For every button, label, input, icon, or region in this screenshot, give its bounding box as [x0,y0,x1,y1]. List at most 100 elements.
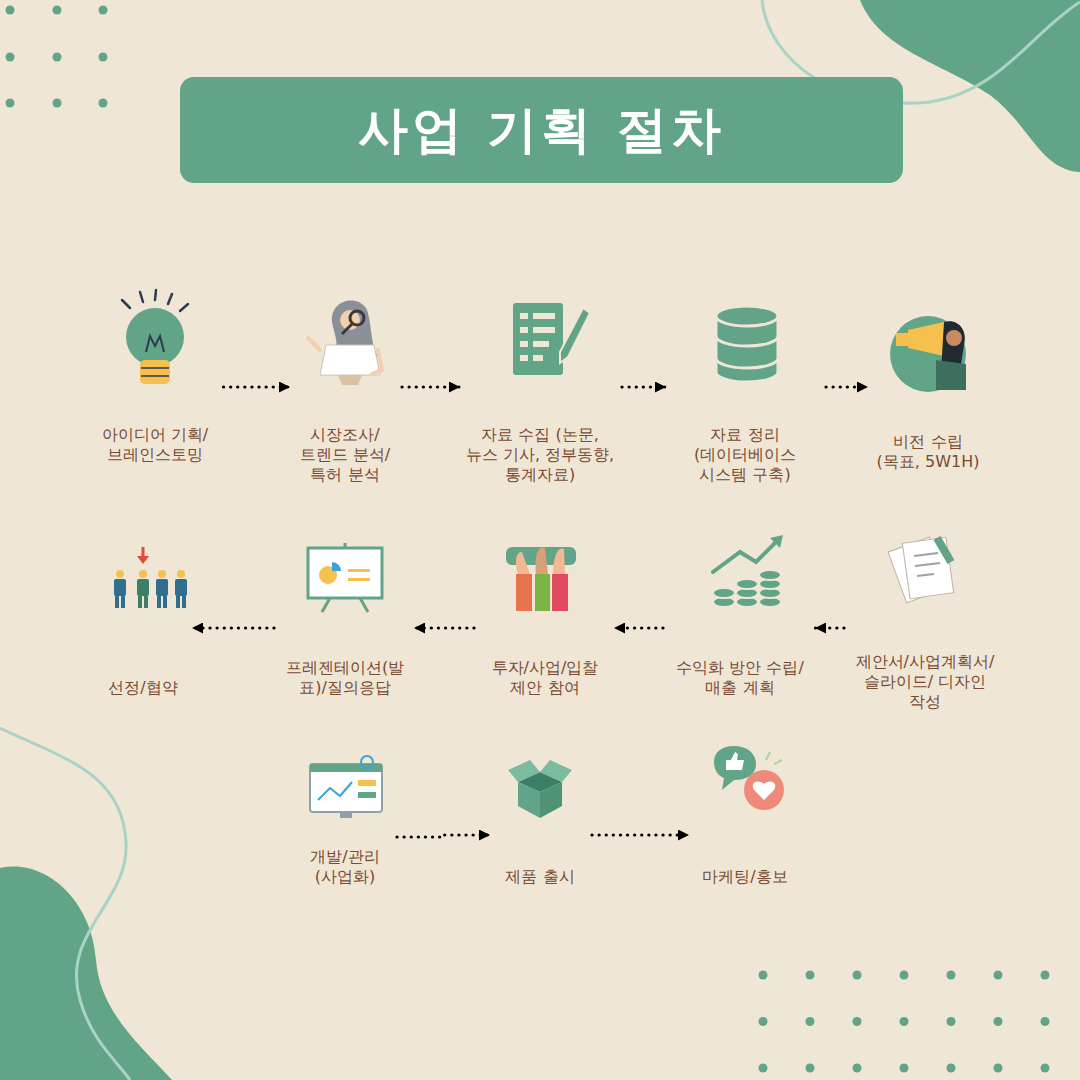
megaphone-icon [936,360,966,390]
lightbulb-icon [122,300,130,308]
documents-icon [934,536,955,564]
checklist-icon [513,303,590,375]
step-label: 시장조사/ 트렌드 분석/ 특허 분석 [294,425,396,485]
presentation-board-icon [308,543,382,612]
lightbulb-icon [141,367,169,369]
flow-arrow [224,385,291,388]
flow-arrow [592,833,689,836]
team-selection-icon [137,579,149,596]
open-box-icon [508,760,572,818]
flow-arrow [192,626,274,629]
step-label: 자료 수집 (논문, 뉴스 기사, 정부동향, 통계자료) [464,425,616,485]
lightbulb-icon [146,336,164,352]
checklist-icon [533,355,543,361]
process-step: 자료 정리 (데이터베이스 시스템 구축) [670,300,820,485]
dot-grid [53,6,62,15]
raised-hands-icon [516,552,530,575]
team-selection-icon [158,570,166,578]
title-band [180,77,903,183]
process-step: 마케팅/홍보 [693,750,797,887]
process-step: 아이디어 기획/ 브레인스토밍 [93,300,218,465]
presentation-board-icon [308,548,382,598]
megaphone-icon [908,322,944,356]
corner-blob [0,867,172,1080]
researcher-icon [338,375,362,385]
open-box-icon [518,782,540,818]
flow-arrow [815,626,844,629]
database-icon [716,306,778,326]
dot-grid [947,971,956,980]
flow-arrow [614,626,663,629]
step-label: 제품 출시 [494,867,586,887]
checklist-icon [533,341,549,347]
team-selection-icon [116,570,124,578]
process-step: 시장조사/ 트렌드 분석/ 특허 분석 [294,300,396,485]
dashboard-icon [340,812,352,818]
dot-grid [53,53,62,62]
open-box-icon [540,782,562,818]
dot-grid [99,53,108,62]
growth-chart-icon [759,570,781,580]
checklist-icon [520,327,528,333]
growth-chart-icon [713,535,783,607]
flow-arrow [826,385,868,388]
step-label: 수익화 방안 수립/ 매출 계획 [669,658,811,698]
dot-grid [99,99,108,108]
raised-hands-icon [535,574,550,611]
dot-grid [994,971,1003,980]
team-selection-icon [176,596,180,608]
title-band: 사업 기획 절차 [180,77,903,183]
flow-arrow [622,385,666,388]
team-selection-icon [114,570,187,608]
open-box-icon [508,760,540,782]
growth-chart-icon [713,540,778,572]
team-selection-icon [138,596,142,608]
dashboard-icon [310,764,382,812]
team-selection-icon [115,596,119,608]
growth-chart-icon [713,570,781,607]
lightbulb-icon [122,290,188,311]
dot-grid [1041,1017,1050,1026]
dot-grid [853,1017,862,1026]
lightbulb-icon [140,360,170,384]
researcher-icon [320,345,380,375]
process-step: 선정/협약 [98,530,188,698]
dot-grid [900,1017,909,1026]
raised-hands-icon [516,574,532,611]
lightbulb-icon [155,290,156,300]
team-selection-icon [114,547,187,608]
growth-chart-icon [736,579,758,589]
step-label: 프레젠테이션(발표)/질의응답 [280,658,410,698]
dot-grid [759,1064,768,1073]
checklist-icon [520,355,528,361]
process-step: 제안서/사업계획서/ 슬라이드/ 디자인 작성 [850,530,1000,712]
dot-grid [994,1017,1003,1026]
team-selection-icon [175,579,187,596]
team-selection-icon [139,570,147,578]
lightbulb-icon [140,292,143,302]
team-selection-icon [137,556,149,564]
corner-curve [0,728,130,1080]
team-selection-icon [114,579,126,596]
dot-grid [759,971,1050,1073]
checklist-icon [560,308,590,363]
dot-grid [806,1017,815,1026]
team-selection-icon [163,596,167,608]
step-label: 아이디어 기획/ 브레인스토밍 [93,425,218,465]
dot-grid [53,99,62,108]
megaphone-icon [946,330,962,346]
dot-grid [947,1064,956,1073]
dot-grid [806,971,815,980]
checklist-icon [533,313,555,319]
dot-grid [900,1064,909,1073]
open-box-icon [540,760,572,782]
dot-grid [994,1064,1003,1073]
dot-grid [759,971,768,980]
step-label: 선정/협약 [98,678,188,698]
documents-icon [914,553,940,576]
growth-chart-icon [770,535,783,548]
step-label: 투자/사업/입찰 제안 참여 [480,658,610,698]
step-label: 제안서/사업계획서/ 슬라이드/ 디자인 작성 [850,652,1000,712]
